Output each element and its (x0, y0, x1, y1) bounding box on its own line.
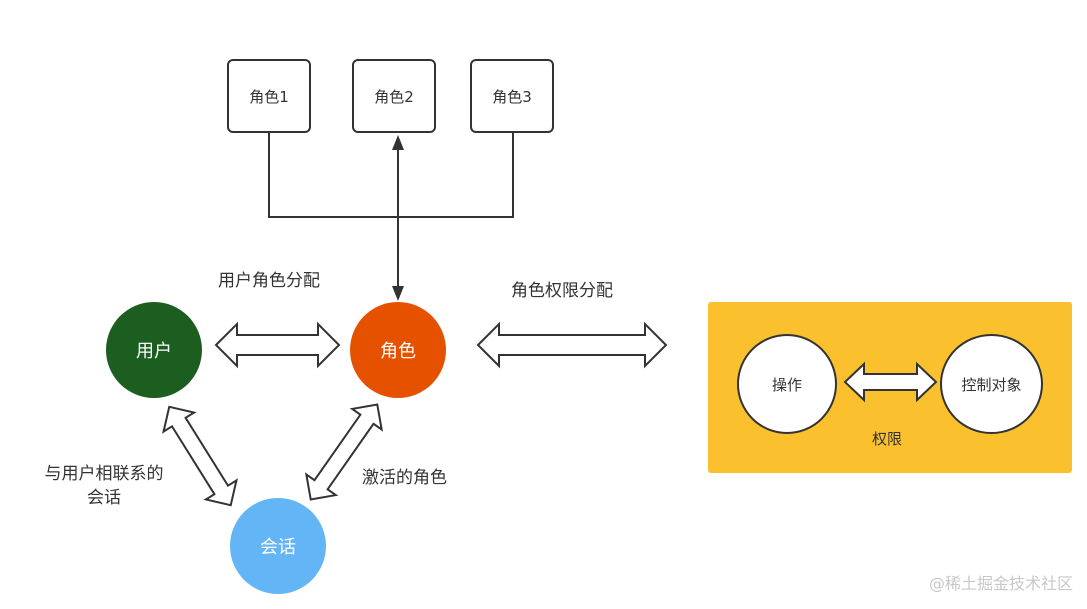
role-tree-connector (268, 133, 514, 218)
role-node: 角色 (350, 302, 446, 398)
control-object-node: 控制对象 (940, 334, 1043, 434)
role-1-box: 角色1 (227, 59, 311, 133)
session-node: 会话 (230, 498, 326, 594)
permission-panel-arrow-overlay (843, 361, 938, 403)
role-2-label: 角色2 (374, 87, 414, 106)
role-2-box: 角色2 (352, 59, 436, 133)
control-object-node-label: 控制对象 (961, 375, 1022, 394)
user-node: 用户 (106, 302, 202, 398)
role-permission-double-arrow (476, 321, 668, 369)
operation-node-label: 操作 (771, 375, 802, 394)
session-node-label: 会话 (260, 537, 296, 558)
user-role-double-arrow (214, 321, 341, 369)
user-session-label-line-2: 会话 (87, 488, 121, 508)
operation-object-double-arrow-overlay (843, 361, 938, 403)
user-session-label-line-1: 与用户相联系的 (44, 464, 164, 484)
role-session-double-arrow (304, 403, 384, 501)
role-hierarchy-arrowhead-up (392, 135, 404, 150)
session-active-roles-label: 激活的角色 (362, 468, 447, 488)
role-1-label: 角色1 (249, 87, 289, 106)
role-node-label: 角色 (380, 341, 416, 362)
role-3-box: 角色3 (470, 59, 554, 133)
role-hierarchy-arrowhead-down (392, 286, 404, 301)
operation-node: 操作 (737, 334, 837, 434)
user-role-assignment-label: 用户角色分配 (218, 271, 320, 291)
user-node-label: 用户 (136, 341, 172, 362)
role-permission-assignment-label: 角色权限分配 (511, 281, 613, 301)
user-session-double-arrow (162, 405, 238, 507)
permission-label: 权限 (872, 430, 903, 448)
role-3-label: 角色3 (492, 87, 532, 106)
watermark: @稀土掘金技术社区 (928, 574, 1073, 593)
user-session-label: 与用户相联系的 会话 (30, 462, 178, 510)
